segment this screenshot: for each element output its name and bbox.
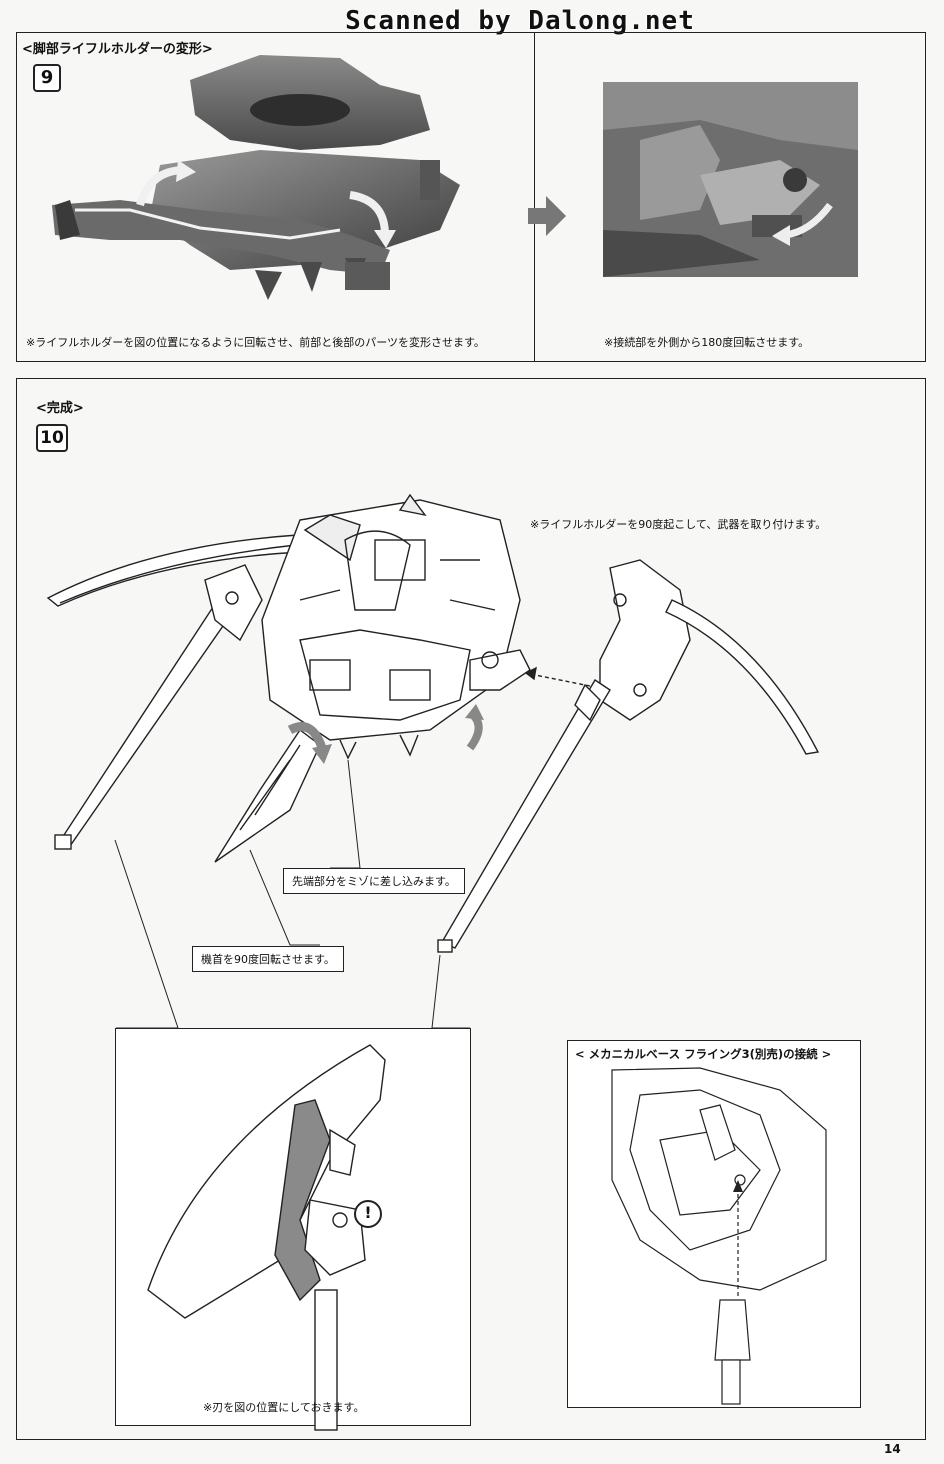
step9-section-title: <脚部ライフルホルダーの変形> xyxy=(22,42,213,57)
blade-detail-caption: ※刃を図の位置にしておきます。 xyxy=(203,1401,365,1414)
central-aircraft-body xyxy=(261,493,531,760)
right-scythe-weapon xyxy=(437,559,820,953)
scan-watermark: Scanned by Dalong.net xyxy=(345,6,695,36)
step10-number: 10 xyxy=(36,424,68,452)
step10-section-title: <完成> xyxy=(36,401,84,416)
step9-divider xyxy=(534,32,535,362)
page-number: 14 xyxy=(884,1442,901,1456)
step10-panel xyxy=(16,378,926,1440)
left-scythe-weapon xyxy=(46,534,301,850)
step9-caption-left: ※ライフルホルダーを図の位置になるように回転させ、前部と後部のパーツを変形させま… xyxy=(26,336,485,349)
step9-panel xyxy=(16,32,926,362)
callout-insert-tip: 先端部分をミゾに差し込みます。 xyxy=(283,868,465,894)
aircraft-photo-left xyxy=(52,55,460,300)
base-connection-title: < メカニカルベース フライング3(別売)の接続 > xyxy=(575,1047,832,1061)
callout-rotate-nose: 機首を90度回転させます。 xyxy=(192,946,344,972)
step9-caption-right: ※接続部を外側から180度回転させます。 xyxy=(604,336,810,349)
aircraft-closeup-photo xyxy=(603,82,858,277)
caution-icon: ! xyxy=(364,1203,372,1222)
step9-number: 9 xyxy=(33,64,61,92)
rifle-holder-note: ※ライフルホルダーを90度起こして、武器を取り付けます。 xyxy=(530,518,827,531)
